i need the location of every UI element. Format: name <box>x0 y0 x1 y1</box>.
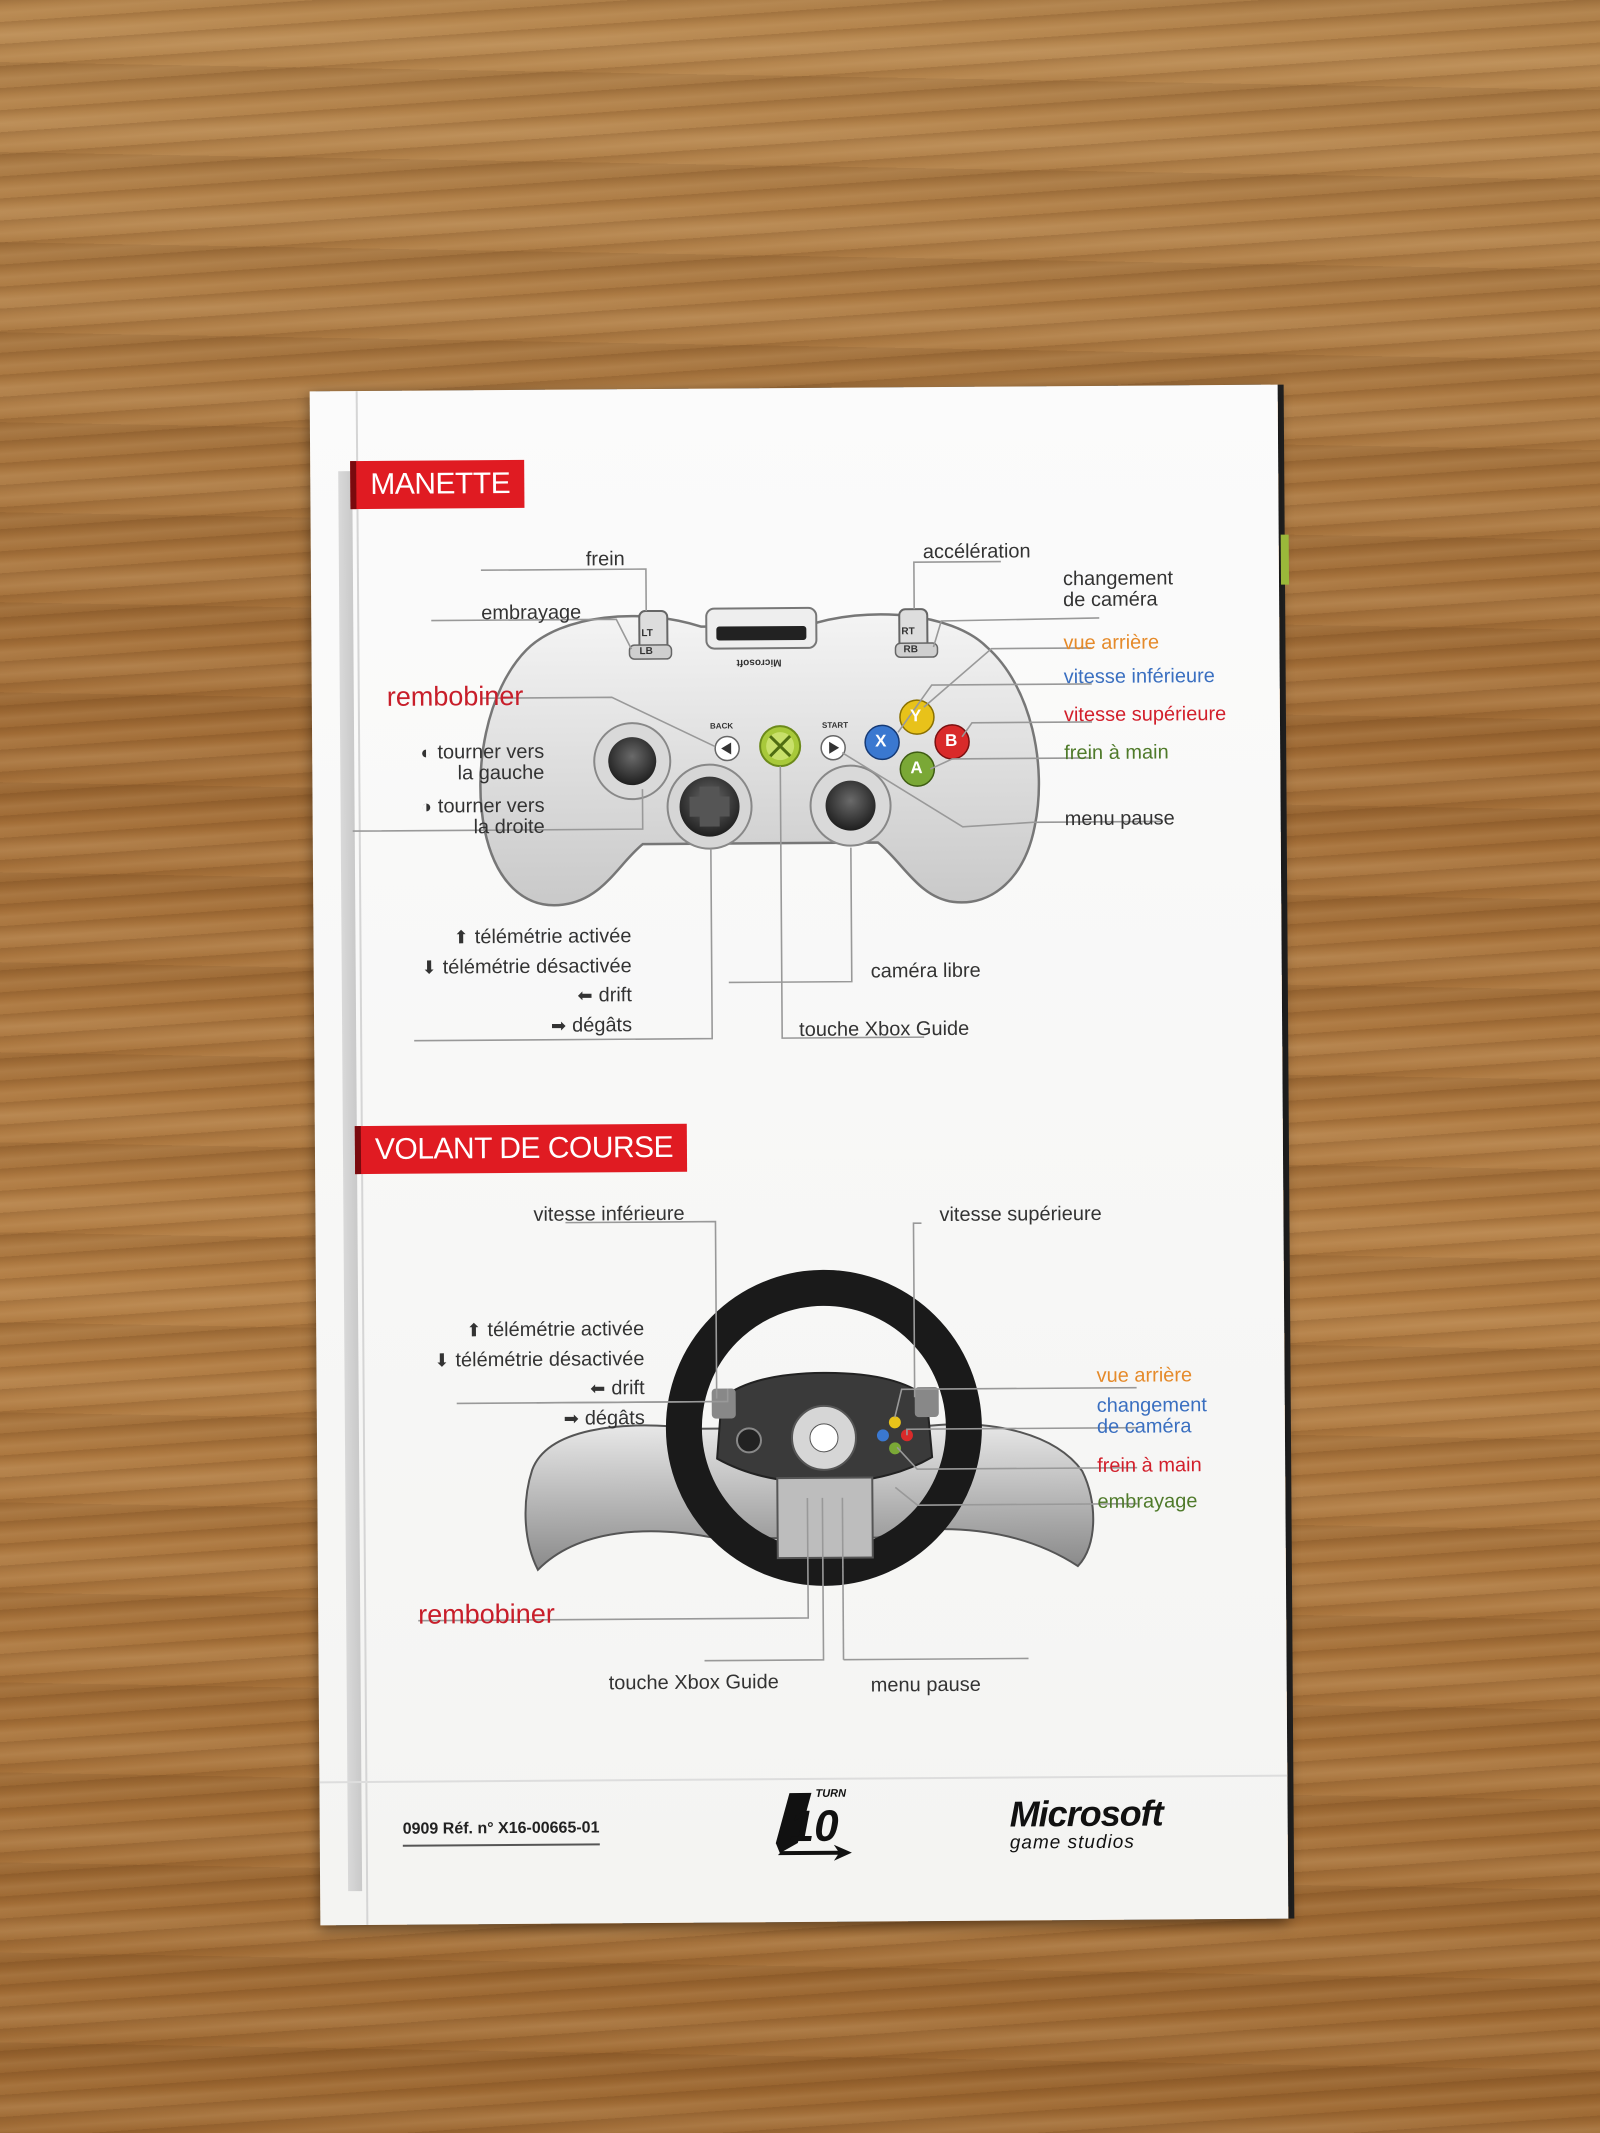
wheel-dpad-up-icon: ⬆ <box>466 1320 482 1341</box>
label-changement-camera: changement de caméra <box>1062 567 1174 612</box>
wheel-label-rembobiner: rembobiner <box>418 1598 555 1630</box>
wheel-dpad-left-icon: ⬅ <box>590 1378 606 1399</box>
a-button: A <box>910 758 923 778</box>
dpad-right-icon: ➡ <box>550 1015 567 1036</box>
wheel-dpad-down-icon: ⬇ <box>434 1350 450 1371</box>
label-camera-libre: caméra libre <box>870 959 981 983</box>
wheel-label-degats: ➡dégâts <box>367 1407 645 1431</box>
turn10-logo-number: 10 <box>790 1802 840 1851</box>
dpad-left-icon: ⬅ <box>577 985 593 1006</box>
lb-label: LB <box>639 646 653 658</box>
label-acceleration: accélération <box>922 540 1031 564</box>
label-tourner-droite: ◑tourner vers la droite <box>374 794 545 839</box>
label-vitesse-inferieure: vitesse inférieure <box>1063 665 1215 689</box>
wheel-label-telemetrie-desactivee-text: télémétrie désactivée <box>455 1348 645 1372</box>
label-tourner-gauche: ◐tourner vers la gauche <box>374 740 545 785</box>
wheel-dpad-right-icon: ➡ <box>563 1408 579 1429</box>
label-frein-a-main: frein à main <box>1064 741 1169 765</box>
wheel-label-vue-arriere: vue arrière <box>1096 1364 1193 1387</box>
label-telemetrie-desactivee-text: télémétrie désactivée <box>442 955 632 979</box>
turn10-logo-turn: TURN <box>815 1788 847 1800</box>
reference-number: 0909 Réf. n° X16-00665-01 <box>402 1819 600 1847</box>
wheel-label-telemetrie-desactivee: ⬇télémétrie désactivée <box>366 1348 645 1372</box>
label-rembobiner: rembobiner <box>386 680 524 712</box>
label-vue-arriere: vue arrière <box>1063 631 1160 655</box>
label-telemetrie-desactivee: ⬇télémétrie désactivée <box>374 955 632 979</box>
rb-label: RB <box>903 644 918 656</box>
wheel-label-drift-text: drift <box>611 1377 645 1400</box>
wheel-label-degats-text: dégâts <box>584 1407 645 1430</box>
left-stick-left-icon: ◐ <box>420 742 432 763</box>
game-studios-logo-text: game studios <box>1009 1831 1135 1854</box>
back-label: BACK <box>709 721 734 731</box>
label-telemetrie-activee-text: télémétrie activée <box>474 925 632 949</box>
y-button: Y <box>909 706 922 726</box>
wheel-label-frein-a-main: frein à main <box>1097 1454 1202 1477</box>
wheel-label-embrayage: embrayage <box>1097 1490 1198 1513</box>
start-label: START <box>821 720 849 730</box>
wheel-label-drift: ⬅drift <box>367 1377 645 1401</box>
section-title-volant: VOLANT DE COURSE <box>354 1123 688 1175</box>
turn10-logo-icon: TURN 10 <box>775 1788 852 1861</box>
label-tourner-gauche-text: tourner vers la gauche <box>437 740 545 785</box>
label-telemetrie-activee: ⬆télémétrie activée <box>373 925 632 949</box>
wheel-label-touche-xbox-guide: touche Xbox Guide <box>608 1671 779 1695</box>
b-button: B <box>945 730 958 750</box>
controller-brand: Microsoft <box>736 656 782 668</box>
label-drift: ⬅drift <box>374 984 632 1008</box>
microsoft-game-studios-logo: Microsoft game studios <box>1009 1792 1163 1854</box>
label-drift-text: drift <box>598 984 632 1007</box>
wheel-label-vitesse-superieure: vitesse supérieure <box>939 1202 1102 1227</box>
microsoft-logo-word: Microsoft <box>1009 1792 1163 1835</box>
x-button: X <box>875 731 887 751</box>
label-frein: frein <box>585 548 625 571</box>
label-vitesse-superieure: vitesse supérieure <box>1063 703 1227 727</box>
manual-page: MANETTE <box>309 384 1290 1926</box>
label-touche-xbox-guide: touche Xbox Guide <box>799 1017 970 1041</box>
dpad-down-icon: ⬇ <box>421 957 437 978</box>
green-tab <box>1280 534 1290 585</box>
left-stick-right-icon: ◑ <box>420 796 432 817</box>
label-embrayage: embrayage <box>481 601 582 625</box>
wheel-label-menu-pause: menu pause <box>870 1673 981 1697</box>
dpad-up-icon: ⬆ <box>453 927 469 948</box>
section-title-manette: MANETTE <box>350 459 525 510</box>
label-tourner-droite-text: tourner vers la droite <box>437 794 545 839</box>
label-degats-text: dégâts <box>571 1014 633 1037</box>
wheel-label-changement-camera: changement de caméra <box>1096 1394 1207 1438</box>
wheel-label-telemetrie-activee-text: télémétrie activée <box>487 1318 645 1342</box>
rt-label: RT <box>901 626 915 638</box>
label-degats: ➡dégâts <box>374 1014 633 1038</box>
wheel-label-telemetrie-activee: ⬆télémétrie activée <box>366 1318 645 1342</box>
lt-label: LT <box>641 628 653 640</box>
wheel-label-vitesse-inferieure: vitesse inférieure <box>533 1202 685 1226</box>
label-menu-pause: menu pause <box>1064 807 1175 831</box>
